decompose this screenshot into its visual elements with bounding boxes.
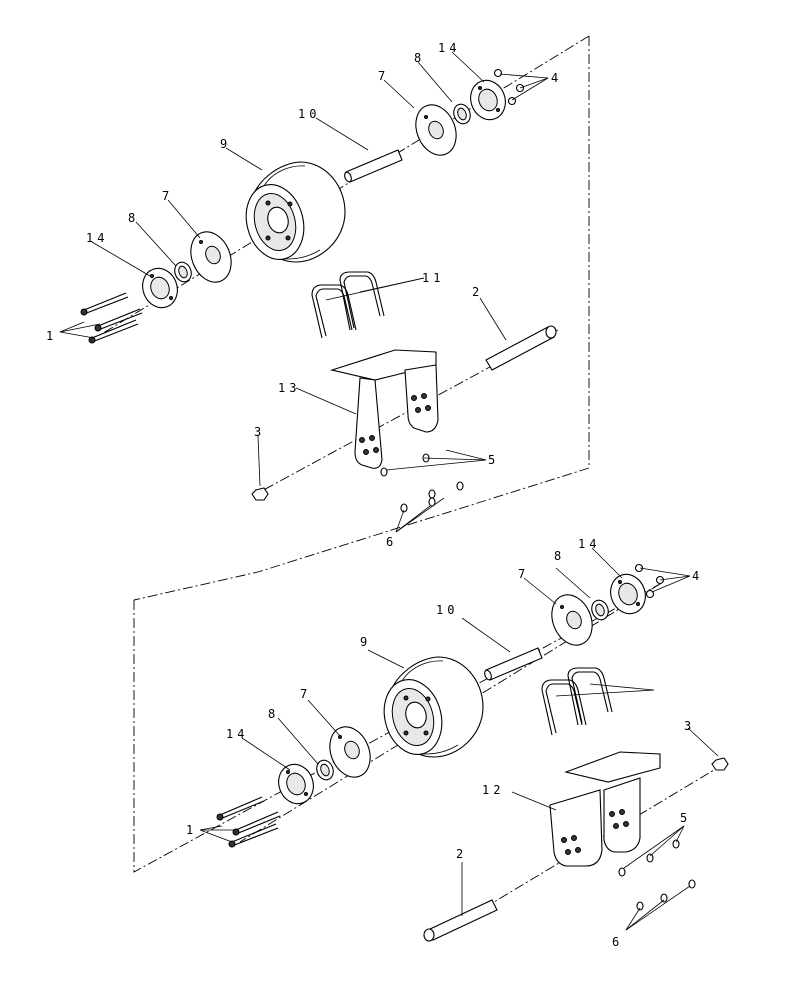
wheel-9-upper — [245, 161, 346, 263]
callout-14-right-upper: 14 — [438, 41, 460, 55]
bearing-8-right-upper — [453, 103, 471, 125]
bearing-8-left-lower — [316, 759, 334, 781]
callout-6-lower: 6 — [612, 935, 623, 949]
lower-assembly: 1 2 3 4 5 6 7 7 8 8 9 10 12 14 14 — [133, 537, 729, 949]
callout-11-upper: 11 — [422, 271, 444, 285]
upper-main-axis — [99, 35, 590, 336]
flange-14-right-lower — [610, 573, 646, 615]
bearing-8-right-lower — [591, 599, 609, 621]
upper-assembly: 1 2 3 4 5 6 7 7 8 8 9 10 11 13 14 14 — [46, 35, 590, 601]
bracket-13-upper — [329, 349, 439, 469]
nuts-5-6-upper — [380, 453, 464, 513]
bracket-12-lower — [549, 751, 661, 867]
callout-4-lower: 4 — [692, 569, 703, 583]
callout-8-left-lower: 8 — [268, 707, 279, 721]
callout-14-left-upper: 14 — [86, 231, 108, 245]
callout-14-left-lower: 14 — [226, 727, 248, 741]
callout-8-right-lower: 8 — [554, 549, 565, 563]
upper-boundary-line — [133, 36, 590, 601]
bolts-1-upper — [80, 292, 143, 344]
flange-14-left-upper — [142, 267, 178, 309]
callout-1-upper: 1 — [46, 329, 57, 343]
callout-7-right-lower: 7 — [518, 567, 529, 581]
flange-14-right-upper — [470, 79, 506, 121]
callout-10-lower: 10 — [436, 603, 458, 617]
callout-3-upper: 3 — [254, 425, 265, 439]
callout-5-lower: 5 — [680, 811, 691, 825]
nut-3-lower — [711, 757, 729, 771]
axle-tube-10-upper — [344, 149, 403, 183]
wheel-9-lower — [383, 656, 484, 758]
callout-4-upper: 4 — [551, 71, 562, 85]
u-bolts-11-upper — [311, 271, 385, 339]
callout-9-upper: 9 — [220, 137, 231, 151]
nuts-5-6-lower — [618, 839, 696, 911]
lower-boundary-line — [133, 583, 661, 873]
callout-5-upper: 5 — [488, 453, 499, 467]
callout-3-lower: 3 — [684, 719, 695, 733]
callout-12-lower: 12 — [482, 783, 504, 797]
callout-8-right-upper: 8 — [414, 51, 425, 65]
pin-2-lower — [423, 899, 498, 942]
callout-14-right-lower: 14 — [578, 537, 600, 551]
leaders-upper — [59, 51, 549, 533]
bolts-1-lower — [216, 796, 281, 848]
callout-10-upper: 10 — [298, 107, 320, 121]
callout-7-left-upper: 7 — [162, 189, 173, 203]
nut-3-upper — [251, 487, 269, 501]
callout-13-upper: 13 — [278, 381, 300, 395]
callout-7-left-lower: 7 — [300, 687, 311, 701]
callout-9-lower: 9 — [360, 635, 371, 649]
callout-2-upper: 2 — [472, 285, 483, 299]
leaders-lower — [199, 547, 719, 931]
seal-disc-7-left-lower — [329, 726, 371, 778]
axle-tube-10-lower — [484, 647, 543, 681]
seal-disc-7-left-upper — [190, 231, 232, 283]
seal-disc-7-right-lower — [551, 594, 593, 646]
u-bolts-lower — [541, 667, 613, 736]
callout-2-lower: 2 — [456, 847, 467, 861]
nuts-4-upper — [493, 68, 525, 106]
callout-1-lower: 1 — [186, 823, 197, 837]
callout-6-upper: 6 — [386, 535, 397, 549]
callout-7-right-upper: 7 — [378, 69, 389, 83]
flange-14-left-lower — [278, 763, 314, 805]
bearing-8-left-upper — [174, 261, 192, 283]
pin-2-upper — [485, 325, 557, 371]
callout-8-left-upper: 8 — [128, 211, 139, 225]
seal-disc-7-right-upper — [415, 104, 457, 156]
lower-main-axis — [239, 583, 661, 843]
